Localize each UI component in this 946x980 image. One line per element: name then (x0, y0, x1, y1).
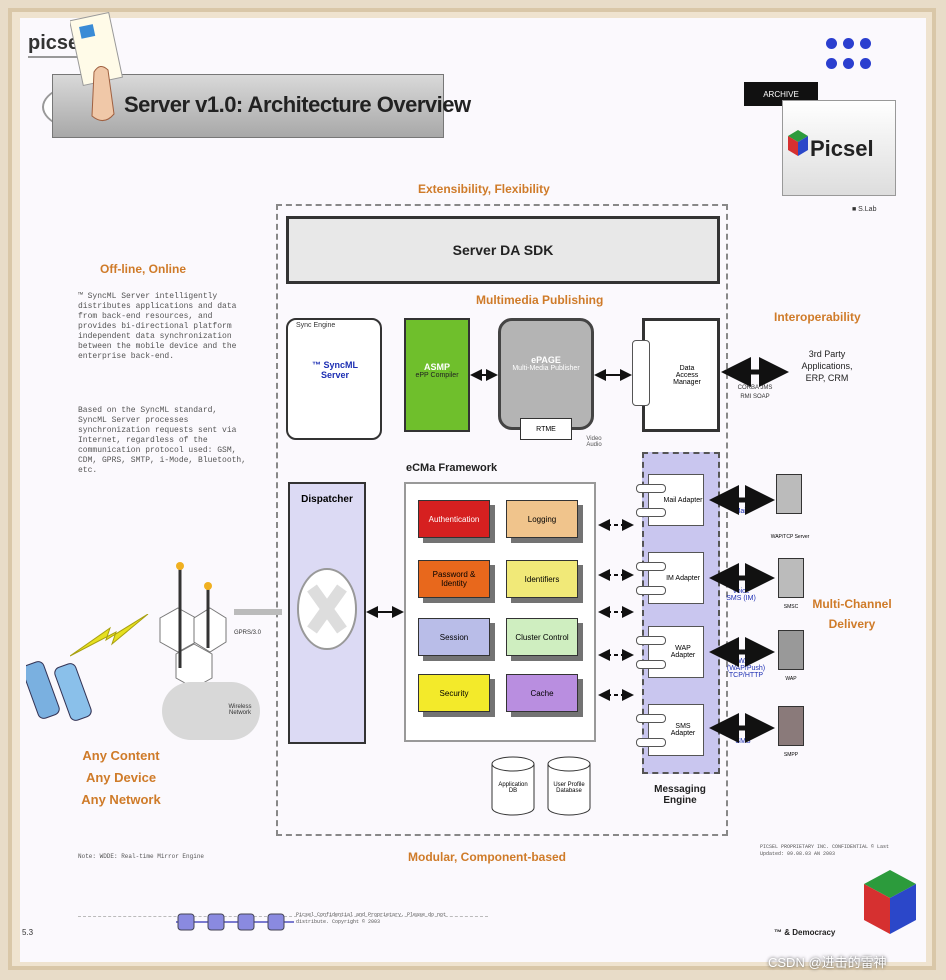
description-para2: Based on the SyncML standard, SyncML Ser… (78, 406, 247, 475)
database-app-label: Application DB (498, 782, 528, 794)
server-sms-icon (778, 706, 804, 746)
data-access-plug (632, 340, 650, 406)
democracy-label: ™ & Democracy (774, 928, 836, 937)
channel-sms: SMS (735, 738, 751, 745)
wireless-network-cloud (162, 682, 260, 740)
adapter-mail: Mail Adapter (648, 474, 704, 526)
adapter-slot (636, 738, 666, 747)
page-number: 5.3 (22, 928, 34, 937)
channel-im: Voice SMS (IM) (726, 588, 756, 602)
sync-engine-box: Sync Engine ™ SyncML Server (286, 318, 382, 440)
server-mail-label: WAP/TCP Server (770, 534, 810, 540)
adapter-slot (636, 636, 666, 645)
data-access-box: Data Access Manager (642, 318, 720, 432)
database-profile-label: User Profile Database (553, 782, 585, 794)
epage-sub-label: Multi-Media Publisher (512, 365, 580, 372)
video-audio-label: Video Audio (586, 436, 602, 448)
multi-channel-label: Multi-Channel Delivery (812, 597, 892, 631)
component-logging: Logging (506, 500, 578, 538)
server-mail-icon (776, 474, 802, 514)
decor-dot-icon (843, 58, 854, 69)
brand-name: Picsel (810, 136, 874, 161)
bottom-note: Note: WDDE: Real-time Mirror Engine (78, 853, 205, 860)
lightning-icon (69, 613, 150, 658)
component-password: Password & Identity (418, 560, 490, 598)
label-any-device: Any Device (85, 770, 157, 785)
bottom-right-note: PICSEL PROPRIETARY INC. CONFIDENTIAL © L… (760, 844, 890, 857)
ecms-label: eCMa Framework (406, 462, 498, 474)
protocols-label: CORBA JMS RMI SOAP (737, 385, 773, 400)
asmp-sub-label: ePP Compiler (415, 372, 459, 379)
csdn-watermark: CSDN @进击的雷神 (768, 955, 887, 970)
server-sms-label: SMPP (783, 752, 799, 758)
label-modular: Modular, Component-based (408, 850, 567, 864)
server-im-label: SMSC (783, 604, 799, 610)
logo-text: picsel (28, 32, 85, 54)
label-interoperability: Interoperability (774, 310, 861, 324)
decor-dot-icon (826, 58, 837, 69)
label-any-content: Any Content (82, 748, 160, 763)
brand-caption: ■ S.Lab (852, 206, 877, 213)
channel-mail: Mail (734, 508, 748, 515)
decor-dot-icon (826, 38, 837, 49)
label-offline-online: Off-line, Online (100, 262, 186, 276)
rtme-label: RTME (536, 425, 556, 433)
rgb-cube-icon (860, 866, 920, 938)
phone-icon (22, 656, 96, 726)
component-cache: Cache (506, 674, 578, 712)
adapter-slot (636, 562, 666, 571)
label-any-network: Any Network (81, 792, 161, 807)
document-hand-icon (68, 11, 124, 121)
component-cluster: Cluster Control (506, 618, 578, 656)
adapter-wap: WAP Adapter (648, 626, 704, 678)
adapter-slot (636, 508, 666, 517)
dispatcher-label: Dispatcher (301, 494, 353, 505)
epage-box: ePAGE Multi-Media Publisher (498, 318, 594, 430)
server-wap-label: WAP (785, 676, 797, 682)
label-extensibility: Extensibility, Flexibility (418, 182, 550, 196)
adapter-slot (636, 660, 666, 669)
server-sdk-label: Server DA SDK (452, 242, 554, 258)
picsel-cube-icon (786, 128, 810, 158)
decor-dot-icon (843, 38, 854, 49)
gprs-label: GPRS/3.0 (234, 630, 262, 636)
footer-nav-icons (172, 904, 302, 940)
database-profile-icon (546, 756, 592, 816)
decor-dot-icon (860, 38, 871, 49)
label-multimedia: Multimedia Publishing (476, 293, 604, 307)
page-title: Server v1.0: Architecture Overview (124, 92, 471, 117)
sync-engine-label: Sync Engine (296, 322, 336, 329)
dispatcher-cross-icon (296, 566, 358, 652)
bottom-center-note: Picsel Confidential and Proprietary. Ple… (296, 912, 447, 925)
adapter-sms: SMS Adapter (648, 704, 704, 756)
title-bar (52, 74, 444, 138)
server-im-icon (778, 558, 804, 598)
component-security: Security (418, 674, 490, 712)
logo-underline (28, 56, 108, 58)
server-wap-icon (778, 630, 804, 670)
third-party-label: 3rd Party Applications, ERP, CRM (801, 349, 853, 383)
asmp-label: ASMP (423, 362, 450, 372)
rtme-box: RTME (520, 418, 572, 440)
adapter-slot (636, 714, 666, 723)
cell-towers-icon (158, 558, 228, 690)
component-session: Session (418, 618, 490, 656)
decor-dot-icon (860, 58, 871, 69)
epage-label: ePAGE (531, 355, 561, 365)
adapter-slot (636, 484, 666, 493)
data-access-label: Data Access Manager (673, 364, 701, 386)
framework-boundary (276, 204, 728, 836)
server-sdk-bar: Server DA SDK (286, 216, 720, 284)
messaging-engine-label: Messaging Engine (654, 784, 706, 806)
component-authentication: Authentication (418, 500, 490, 538)
description-para1: ™ SyncML Server intelligently distribute… (78, 292, 237, 361)
syncml-server-label: ™ SyncML Server (311, 360, 358, 380)
adapter-slot (636, 586, 666, 595)
component-identifiers: Identifiers (506, 560, 578, 598)
asmp-box: ASMP ePP Compiler (404, 318, 470, 432)
database-app-icon (490, 756, 536, 816)
wireless-network-label: Wireless Network (228, 704, 252, 716)
channel-wap: WAP (WAP/Push) TCP/HTTP (726, 658, 766, 679)
adapter-im: IM Adapter (648, 552, 704, 604)
